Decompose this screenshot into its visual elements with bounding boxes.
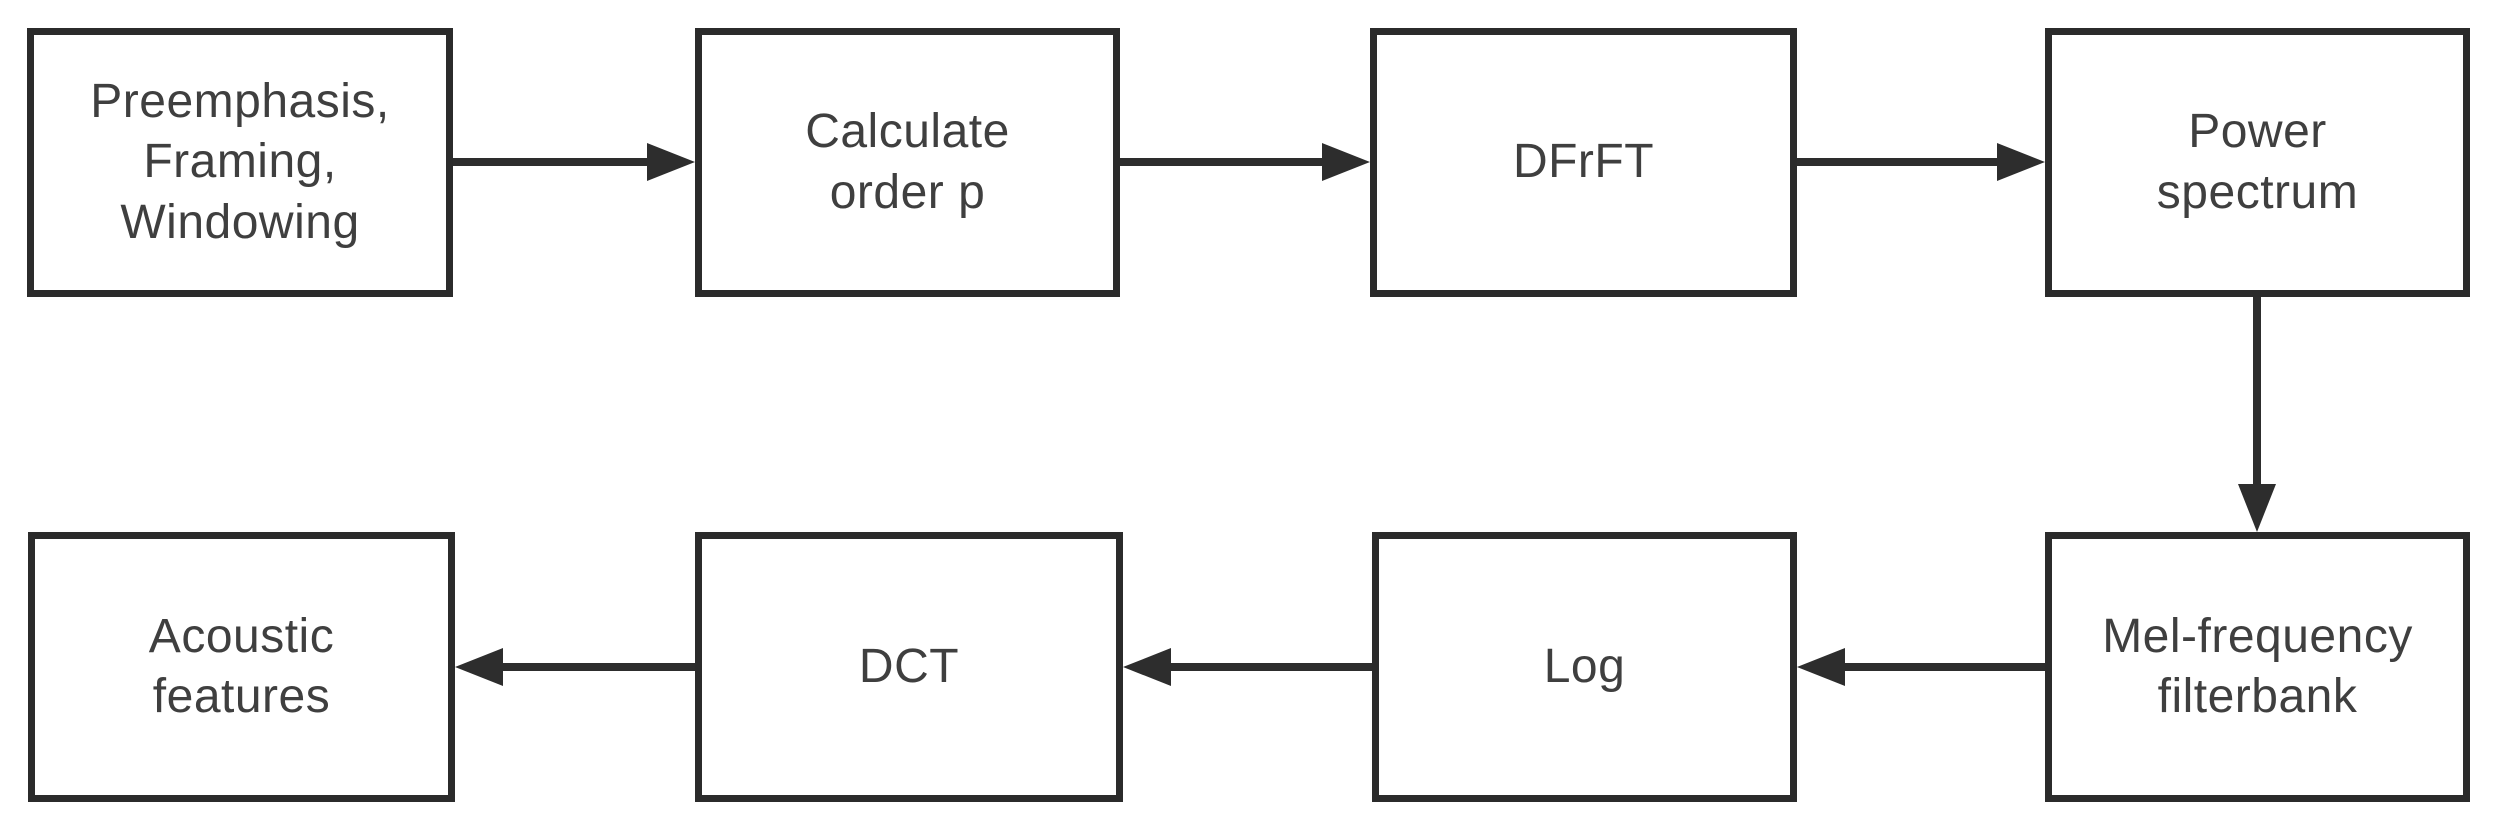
node-dct: DCT: [695, 532, 1123, 802]
node-preemphasis-framing-windowing: Preemphasis, Framing, Windowing: [27, 28, 453, 297]
node-log: Log: [1372, 532, 1797, 802]
node-label-mel-frequency-filterbank: Mel-frequency filterbank: [2102, 609, 2413, 723]
arrow-power-spectrum-to-mel-filterbank: [2238, 297, 2276, 532]
node-dfrft: DFrFT: [1370, 28, 1797, 297]
node-calculate-order-p: Calculate order p: [695, 28, 1120, 297]
node-label-calculate-order-p: Calculate order p: [805, 105, 1010, 219]
node-acoustic-features: Acoustic features: [28, 532, 455, 802]
arrow-dfrft-to-power-spectrum: [1797, 143, 2045, 181]
node-label-log: Log: [1543, 639, 1626, 693]
node-label-acoustic-features: Acoustic features: [148, 609, 335, 723]
node-label-dct: DCT: [858, 639, 960, 693]
arrow-calculate-order-p-to-dfrft: [1120, 143, 1370, 181]
node-power-spectrum: Power spectrum: [2045, 28, 2470, 297]
node-label-preemphasis: Preemphasis, Framing, Windowing: [90, 74, 390, 249]
arrow-mel-filterbank-to-log: [1797, 648, 2045, 686]
node-label-dfrft: DFrFT: [1512, 135, 1655, 189]
arrow-preemphasis-to-calculate-order-p: [453, 143, 695, 181]
arrow-log-to-dct: [1123, 648, 1372, 686]
node-mel-frequency-filterbank: Mel-frequency filterbank: [2045, 532, 2470, 802]
arrow-dct-to-acoustic-features: [455, 648, 695, 686]
node-label-power-spectrum: Power spectrum: [2156, 105, 2359, 219]
